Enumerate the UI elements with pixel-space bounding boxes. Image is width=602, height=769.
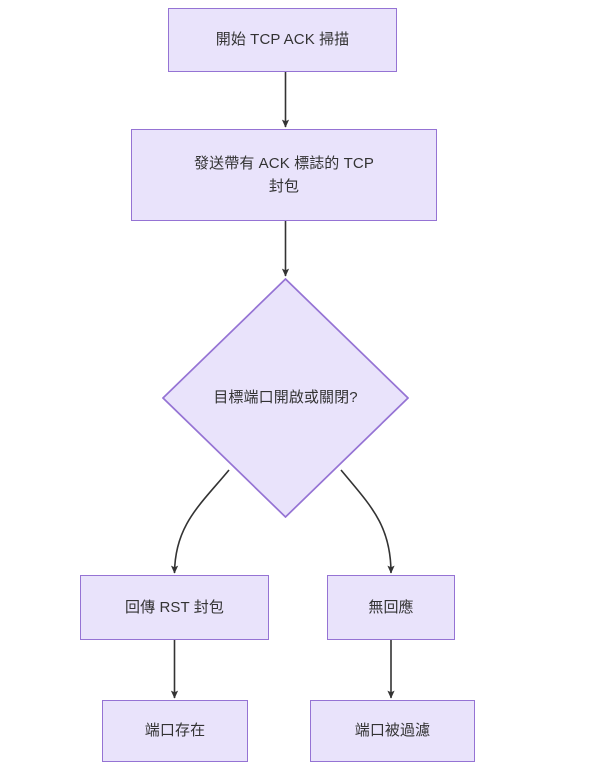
diamond-shape-icon bbox=[162, 278, 409, 518]
node-port-exists-label: 端口存在 bbox=[144, 722, 206, 740]
edge-decision-to-rst bbox=[170, 469, 230, 574]
node-start-label: 開始 TCP ACK 掃描 bbox=[215, 31, 350, 49]
node-send-ack-packet[interactable]: 發送帶有 ACK 標誌的 TCP 封包 bbox=[131, 129, 437, 221]
edge-decision-to-noresponse bbox=[340, 469, 395, 574]
node-port-filtered[interactable]: 端口被過濾 bbox=[310, 700, 475, 762]
node-start[interactable]: 開始 TCP ACK 掃描 bbox=[168, 8, 397, 72]
node-rst-returned[interactable]: 回傳 RST 封包 bbox=[80, 575, 269, 640]
node-port-exists[interactable]: 端口存在 bbox=[102, 700, 248, 762]
node-no-response[interactable]: 無回應 bbox=[327, 575, 455, 640]
node-send-ack-packet-label: 發送帶有 ACK 標誌的 TCP 封包 bbox=[194, 154, 374, 195]
node-rst-returned-label: 回傳 RST 封包 bbox=[125, 598, 224, 616]
node-decision-port-state[interactable]: 目標端口開啟或關閉? bbox=[162, 278, 409, 518]
node-no-response-label: 無回應 bbox=[368, 598, 414, 616]
node-decision-port-state-label: 目標端口開啟或關閉? bbox=[213, 389, 358, 407]
node-port-filtered-label: 端口被過濾 bbox=[354, 722, 431, 740]
